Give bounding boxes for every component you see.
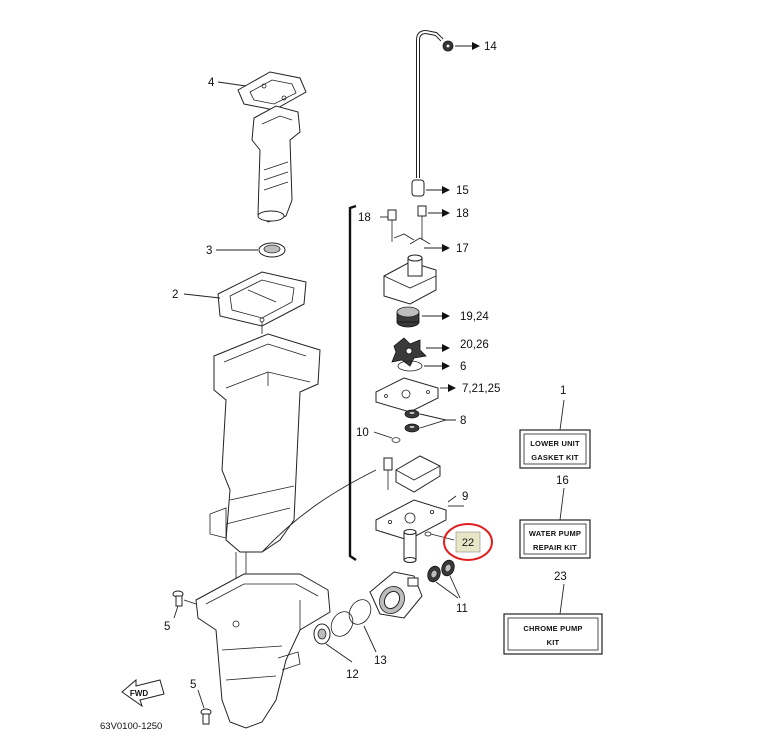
label-23: 23 [554,571,567,583]
part-4-gasket [237,71,307,111]
pump-group-bracket [348,204,357,561]
part-19-insert-cartridge [396,306,450,328]
kit-box-chrome: CHROME PUMP KIT [503,583,603,655]
upper-casing-assembly [251,105,301,223]
kit-chrome-line1: CHROME PUMP [523,624,582,633]
label-14: 14 [484,41,497,53]
kit-gasket-line1: LOWER UNIT [530,439,580,448]
part-11-seals [427,559,461,599]
label-1: 1 [560,385,566,397]
part-7-outer-plate [375,377,456,413]
label-11: 11 [456,603,468,615]
label-16: 16 [556,475,569,487]
bearing-housing [369,571,423,619]
driveshaft-stub [403,529,417,563]
label-17: 17 [456,243,469,255]
label-6: 6 [460,361,466,373]
part-6-o-ring [397,360,450,372]
label-15: 15 [456,185,469,197]
leader-4 [217,81,247,87]
part-15-grommet [411,179,450,197]
drive-housing [209,317,321,580]
label-13: 13 [374,655,387,667]
part-12-bearing [313,623,353,663]
label-12: 12 [346,669,359,681]
leader-5b [197,689,205,709]
label-2: 2 [172,289,178,301]
water-tube [416,29,444,178]
part-8-bearings [404,409,456,433]
highlight-ring [443,523,493,561]
label-8: 8 [460,415,466,427]
fwd-label: FWD [130,689,148,698]
kit-pump-line1: WATER PUMP [529,529,581,538]
label-18-right: 18 [456,208,469,220]
kit-box-gasket: LOWER UNIT GASKET KIT [519,399,591,469]
kit-box-pump: WATER PUMP REPAIR KIT [519,487,591,559]
kit-chrome-line2: KIT [547,638,560,647]
part-5-bolt-upper [172,590,197,607]
part-14-grommet [442,40,480,52]
part-5-bolt-lower [200,708,212,725]
assembly-guide-line [261,469,377,553]
label-5-upper: 5 [164,621,170,633]
kit-pump-line2: REPAIR KIT [533,543,577,552]
label-19-24: 19,24 [460,311,489,323]
part-9-gasket [375,495,457,541]
part-10-washer [373,431,401,443]
leader-5a [173,605,179,619]
part-18-bolt-left [380,209,397,242]
part-3-oil-seal [258,242,286,258]
label-9: 9 [462,491,468,503]
label-5-lower: 5 [190,679,196,691]
label-4: 4 [208,77,215,89]
part-22-key [424,531,455,541]
label-7-21-25: 7,21,25 [462,383,500,395]
label-3: 3 [206,245,212,257]
part-2-gasket [217,271,307,327]
part-17-pump-housing [383,233,450,305]
label-22: 22 [462,537,474,549]
kit-gasket-line2: GASKET KIT [531,453,579,462]
label-18-left: 18 [358,212,371,224]
part-13-o-ring [330,599,377,653]
highlight-part-22[interactable]: 22 [443,523,493,561]
part-18-bolt-right [417,205,450,240]
label-20-26: 20,26 [460,339,489,351]
part-20-impeller [391,337,450,367]
diagram-code: 63V0100-1250 [100,721,162,732]
fwd-arrow-icon: FWD [121,678,165,708]
leader-2 [183,293,221,299]
pump-base-assembly [383,455,441,493]
label-10: 10 [356,427,369,439]
lower-gearcase [195,573,331,729]
